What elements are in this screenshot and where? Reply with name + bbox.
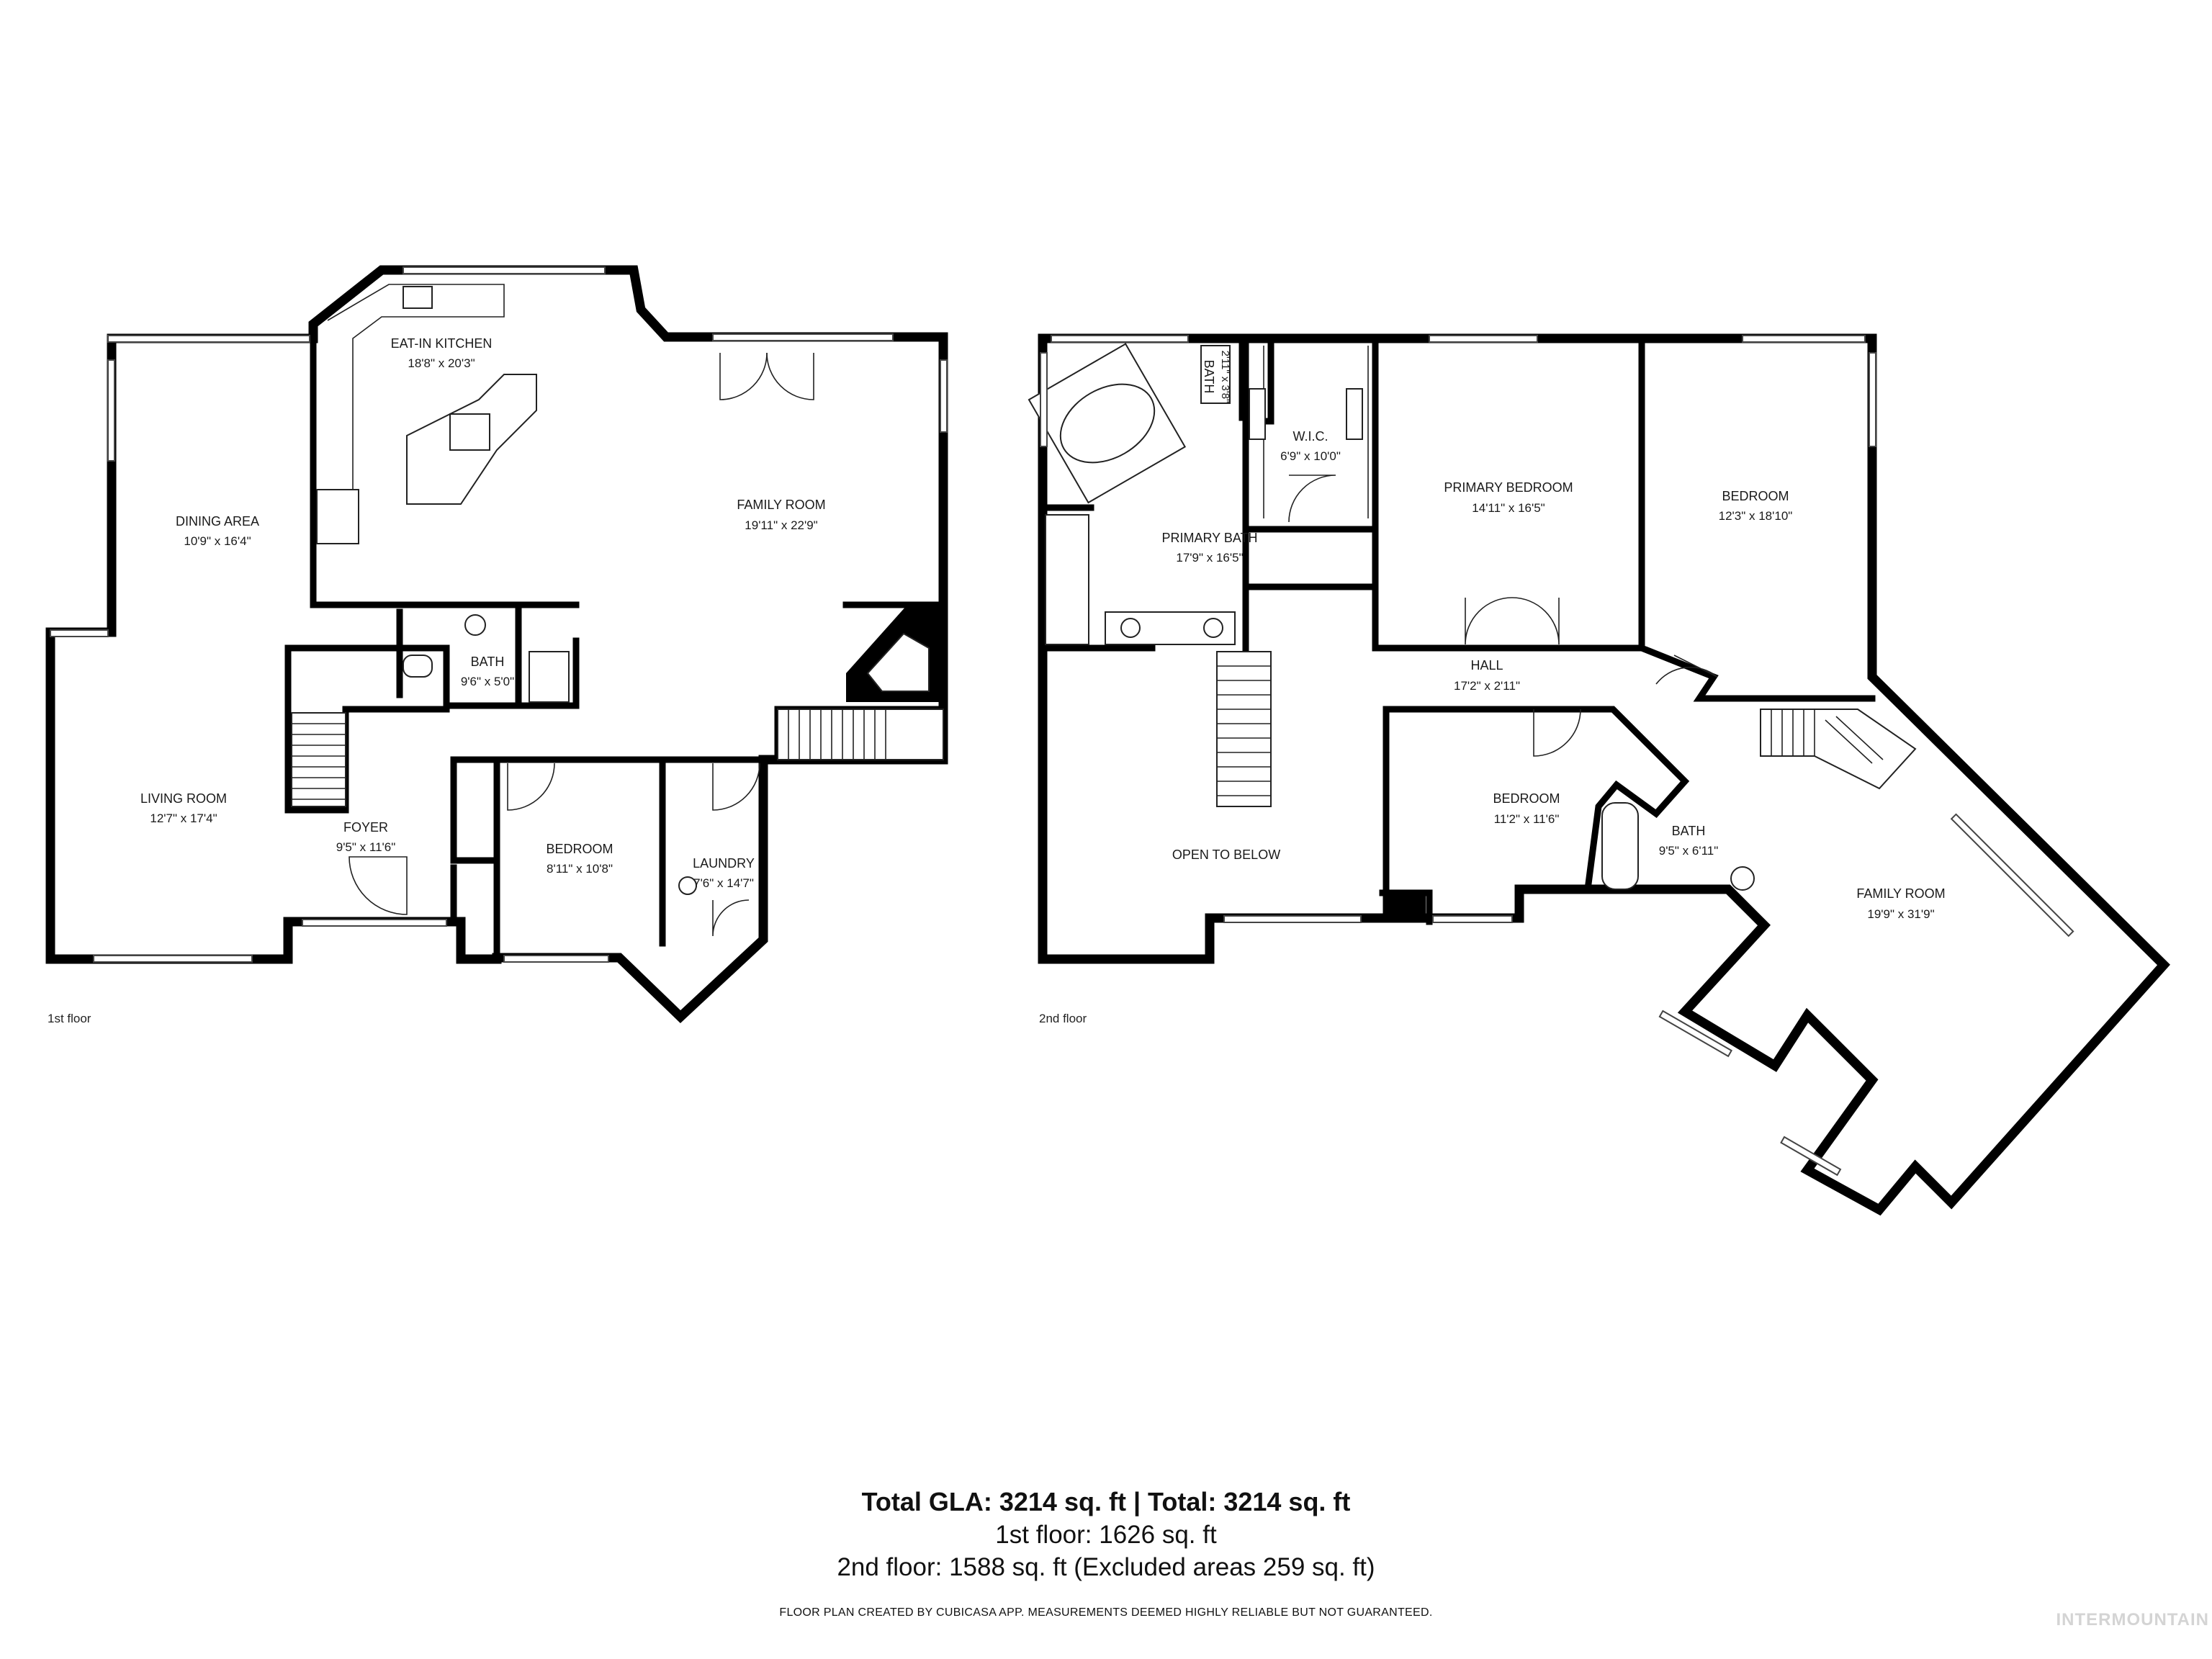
interior-wall [284, 601, 767, 961]
watermark-logo: INTERMOUNTAIN [2056, 1610, 2209, 1629]
room-name-living-room: LIVING ROOM [140, 791, 227, 806]
room-name-wic: W.I.C. [1293, 429, 1328, 444]
total-area: Total GLA: 3214 sq. ft | Total: 3214 sq.… [861, 1487, 1351, 1516]
floor-label: 2nd floor [1039, 1012, 1087, 1025]
room-name-laundry: LAUNDRY [693, 856, 755, 871]
room-dims-wic: 6'9" x 10'0" [1280, 449, 1341, 463]
room-name-bath-2: BATH [1672, 824, 1706, 838]
room-dims-family-room: 19'11" x 22'9" [745, 518, 817, 532]
stairs-icon [291, 709, 944, 807]
room-dims-laundry: 7'6" x 14'7" [693, 876, 754, 890]
room-name-foyer: FOYER [343, 820, 388, 835]
windows [50, 266, 948, 963]
room-dims-family-room-2: 19'9" x 31'9" [1867, 907, 1934, 921]
room-dims-dining-area: 10'9" x 16'4" [184, 534, 251, 548]
room-dims-hall: 17'2" x 2'11" [1454, 679, 1520, 693]
fireplace-hearth-icon [866, 632, 930, 692]
room-dims-primary-bath: 17'9" x 16'5" [1176, 551, 1243, 565]
room-dims-eat-in-kitchen: 18'8" x 20'3" [408, 356, 475, 370]
shower-icon [529, 651, 570, 703]
disclaimer: FLOOR PLAN CREATED BY CUBICASA APP. MEAS… [779, 1606, 1433, 1619]
room-dims-bedroom-2b: 11'2" x 11'6" [1494, 812, 1560, 826]
toilet-icon [1200, 345, 1231, 404]
first-floor-area: 1st floor: 1626 sq. ft [995, 1521, 1217, 1549]
room-name-hall: HALL [1470, 658, 1503, 673]
shower-icon [1045, 514, 1089, 645]
room-name-primary-bath: PRIMARY BATH [1161, 531, 1257, 545]
laundry-sink-icon [678, 876, 697, 895]
room-name-bath: BATH [471, 655, 505, 669]
room-name-primary-bedroom: PRIMARY BEDROOM [1444, 480, 1573, 495]
room-name-dining-area: DINING AREA [176, 514, 259, 529]
room-name-family-room: FAMILY ROOM [737, 498, 825, 512]
room-name-eat-in-kitchen: EAT-IN KITCHEN [391, 336, 493, 351]
sink-icon [1120, 618, 1141, 638]
second-floor-exterior-wall [1038, 333, 2170, 1216]
room-dims-living-room: 12'7" x 17'4" [150, 811, 217, 825]
first-floor-plan: 1st floor [45, 265, 948, 1025]
room-name-family-room-2: FAMILY ROOM [1856, 886, 1945, 901]
door-swings [349, 352, 814, 937]
kitchen-counter-unit [316, 489, 359, 544]
bathtub-icon [1028, 343, 1187, 504]
sink-icon [1203, 618, 1223, 638]
room-dims-bath-2: 9'5" x 6'11" [1659, 844, 1719, 858]
room-name-bath-small: BATH [1202, 360, 1216, 394]
bathtub-icon [1601, 802, 1639, 890]
room-name-bedroom: BEDROOM [546, 842, 613, 856]
room-dims-bedroom-2a: 12'3" x 18'10" [1719, 509, 1793, 523]
second-floor-plan: 2nd floor [1028, 333, 2170, 1216]
room-labels-second-floor: BATH 2'11" x 3'8" W.I.C. 6'9" x 10'0" PR… [1161, 351, 1945, 921]
room-name-bedroom-2b: BEDROOM [1493, 791, 1560, 806]
room-dims-bath-small: 2'11" x 3'8" [1219, 351, 1231, 403]
closet-unit [1346, 388, 1363, 440]
cooktop-icon [449, 413, 490, 451]
sink-icon [403, 286, 433, 309]
room-labels-first-floor: EAT-IN KITCHEN 18'8" x 20'3" DINING AREA… [140, 336, 826, 890]
windows [1040, 335, 2074, 1177]
room-name-open-to-below: OPEN TO BELOW [1172, 848, 1280, 862]
room-dims-bedroom: 8'11" x 10'8" [547, 862, 613, 876]
floor-label: 1st floor [48, 1012, 91, 1025]
room-name-bedroom-2a: BEDROOM [1722, 489, 1789, 503]
door-swings [1288, 475, 1718, 757]
room-dims-primary-bedroom: 14'11" x 16'5" [1472, 501, 1545, 515]
room-dims-bath: 9'6" x 5'0" [461, 675, 514, 688]
second-floor-area: 2nd floor: 1588 sq. ft (Excluded areas 2… [837, 1553, 1375, 1581]
sink-icon [464, 614, 486, 636]
toilet-icon [403, 655, 433, 678]
closet-unit [1249, 388, 1266, 440]
room-dims-foyer: 9'5" x 11'6" [336, 840, 396, 854]
sink-icon [1730, 866, 1755, 891]
stairs-icon [1216, 651, 1917, 807]
column-icon [1386, 893, 1426, 920]
